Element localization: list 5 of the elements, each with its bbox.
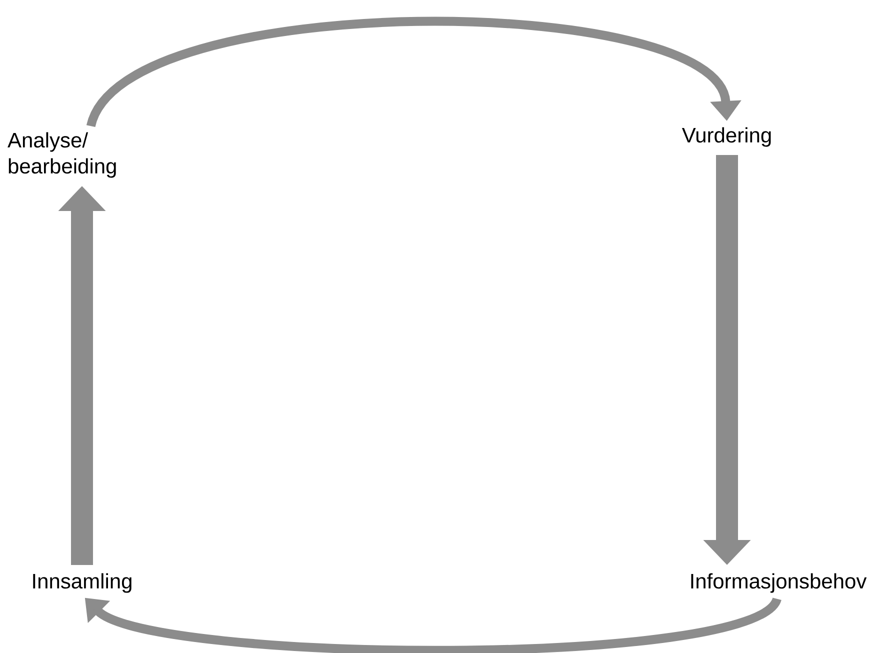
stage-label: Analyse/ bearbeiding <box>8 132 116 178</box>
arrow <box>86 16 742 128</box>
stage-label: Vurdering <box>682 127 771 147</box>
stage-label: Innsamling <box>33 573 132 593</box>
stage-label: Informasjonsbehov <box>691 573 867 593</box>
